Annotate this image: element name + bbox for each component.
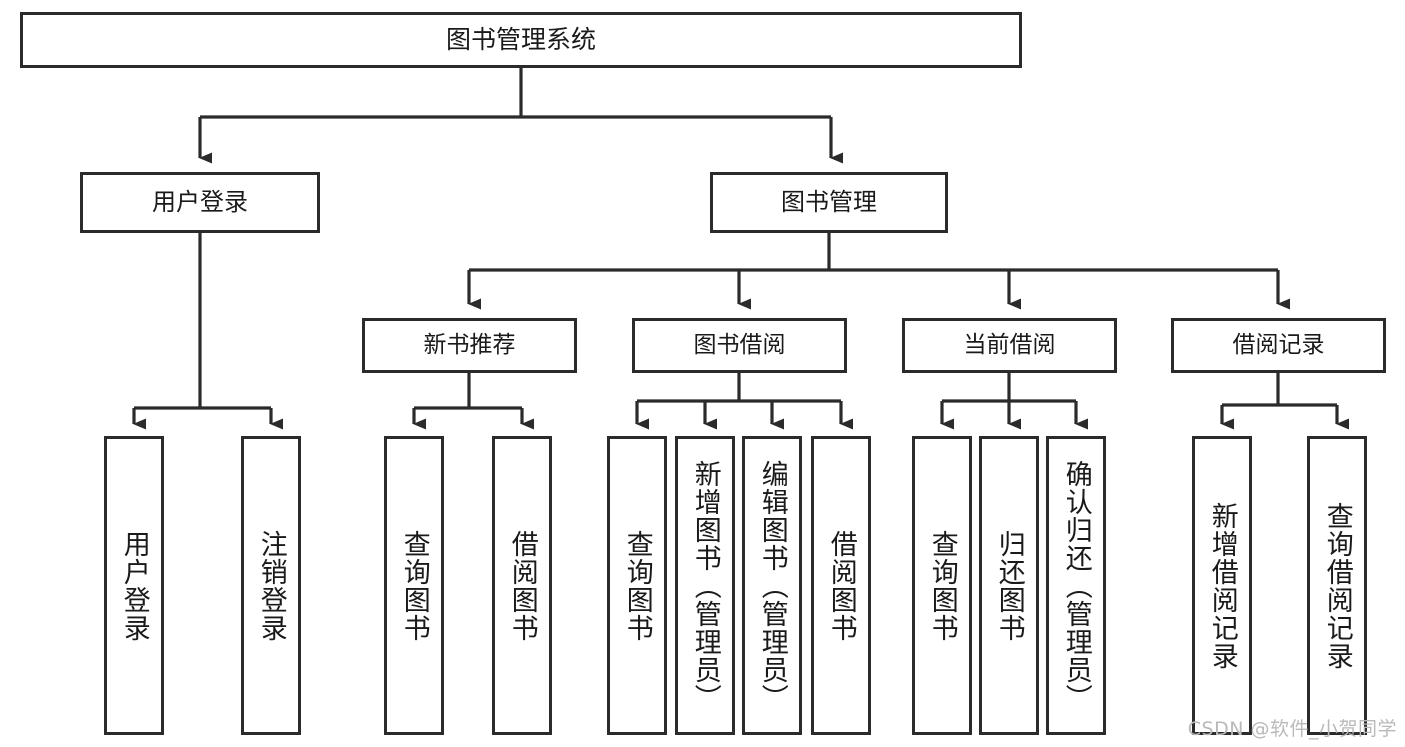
node-leaf-newrec-query-book[interactable]: 查询图书 bbox=[384, 436, 444, 735]
node-leaf-logout-label: 注销登录 bbox=[255, 529, 287, 642]
node-book-borrow-label: 图书借阅 bbox=[693, 332, 786, 359]
node-leaf-logout[interactable]: 注销登录 bbox=[241, 436, 301, 735]
node-current-borrow[interactable]: 当前借阅 bbox=[902, 318, 1117, 373]
node-leaf-user-login[interactable]: 用户登录 bbox=[104, 436, 164, 735]
node-leaf-current-return-book[interactable]: 归还图书 bbox=[979, 436, 1039, 735]
node-book-management-label: 图书管理 bbox=[781, 187, 877, 216]
node-leaf-borrow-query-book-label: 查询图书 bbox=[621, 529, 653, 642]
node-leaf-newrec-borrow-book-label: 借阅图书 bbox=[506, 529, 538, 642]
node-leaf-record-query[interactable]: 查询借阅记录 bbox=[1307, 436, 1367, 735]
node-current-borrow-label: 当前借阅 bbox=[963, 332, 1056, 359]
node-leaf-record-add-label: 新增借阅记录 bbox=[1206, 501, 1238, 670]
node-leaf-borrow-query-book[interactable]: 查询图书 bbox=[607, 436, 667, 735]
node-new-book-recommend-label: 新书推荐 bbox=[423, 332, 516, 359]
node-leaf-borrow-add-book[interactable]: 新增图书（管理员） bbox=[675, 436, 735, 735]
node-borrow-records-label: 借阅记录 bbox=[1232, 332, 1325, 359]
node-leaf-current-confirm-return[interactable]: 确认归还（管理员） bbox=[1046, 436, 1106, 735]
node-leaf-newrec-borrow-book[interactable]: 借阅图书 bbox=[492, 436, 552, 735]
node-user-login[interactable]: 用户登录 bbox=[80, 172, 320, 233]
node-book-borrow[interactable]: 图书借阅 bbox=[632, 318, 847, 373]
node-new-book-recommend[interactable]: 新书推荐 bbox=[362, 318, 577, 373]
node-leaf-current-confirm-return-label: 确认归还（管理员） bbox=[1060, 459, 1092, 712]
node-leaf-borrow-edit-book[interactable]: 编辑图书（管理员） bbox=[742, 436, 802, 735]
node-leaf-borrow-borrow-book-label: 借阅图书 bbox=[825, 529, 857, 642]
node-root-label: 图书管理系统 bbox=[445, 24, 596, 54]
node-leaf-current-query-book-label: 查询图书 bbox=[926, 529, 958, 642]
node-leaf-current-return-book-label: 归还图书 bbox=[993, 529, 1025, 642]
node-leaf-user-login-label: 用户登录 bbox=[118, 529, 150, 642]
csdn-watermark: CSDN @软件_小贺同学 bbox=[1187, 718, 1397, 740]
node-leaf-borrow-borrow-book[interactable]: 借阅图书 bbox=[811, 436, 871, 735]
node-root[interactable]: 图书管理系统 bbox=[20, 12, 1022, 68]
node-leaf-borrow-add-book-label: 新增图书（管理员） bbox=[689, 459, 721, 712]
node-leaf-current-query-book[interactable]: 查询图书 bbox=[912, 436, 972, 735]
node-book-management[interactable]: 图书管理 bbox=[710, 172, 948, 233]
node-borrow-records[interactable]: 借阅记录 bbox=[1171, 318, 1386, 373]
node-leaf-record-query-label: 查询借阅记录 bbox=[1321, 501, 1353, 670]
node-leaf-record-add[interactable]: 新增借阅记录 bbox=[1192, 436, 1252, 735]
node-leaf-borrow-edit-book-label: 编辑图书（管理员） bbox=[756, 459, 788, 712]
node-leaf-newrec-query-book-label: 查询图书 bbox=[398, 529, 430, 642]
node-user-login-label: 用户登录 bbox=[152, 187, 248, 216]
